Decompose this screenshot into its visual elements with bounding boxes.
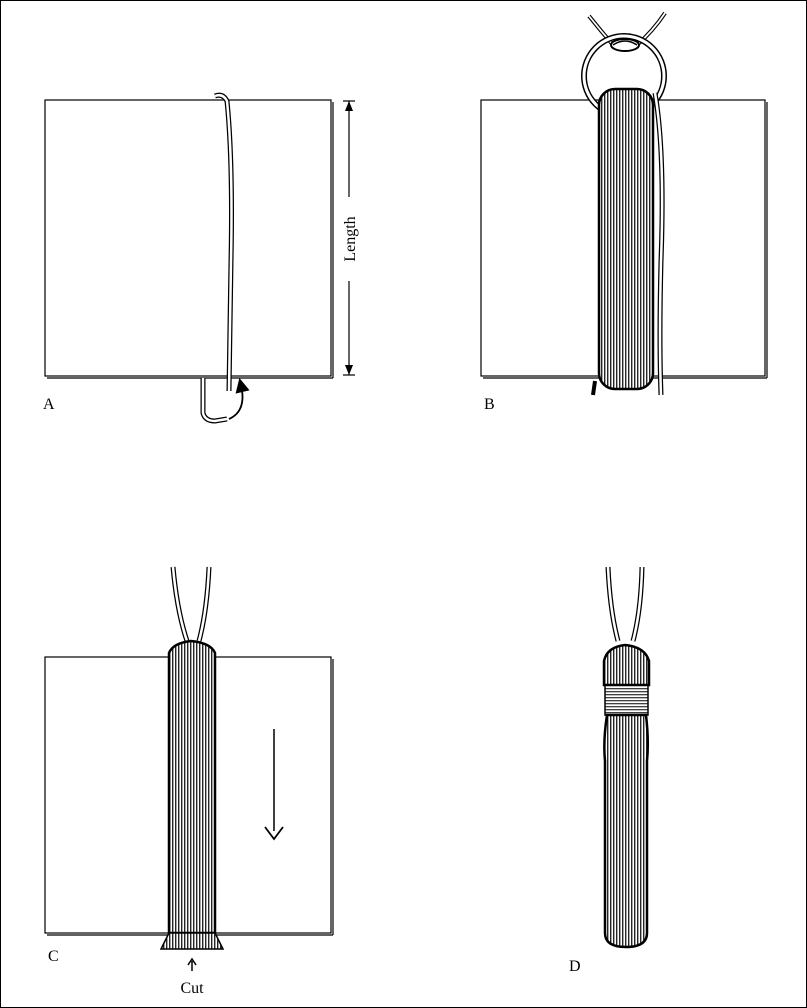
cut-ends bbox=[159, 932, 225, 950]
cut-label: Cut bbox=[180, 980, 204, 997]
panel-d-label: D bbox=[569, 958, 581, 975]
panel-a-label: A bbox=[43, 396, 55, 413]
hanging-cord bbox=[605, 566, 645, 642]
panel-b: B bbox=[480, 11, 768, 413]
cardboard-template bbox=[44, 99, 332, 377]
panel-d: D bbox=[569, 566, 651, 975]
tassel-body bbox=[167, 639, 217, 935]
wrapped-bundle bbox=[597, 87, 655, 391]
tassel-head bbox=[602, 643, 651, 687]
tassel-wrap bbox=[604, 684, 649, 716]
hanging-cord bbox=[170, 566, 212, 642]
panel-b-label: B bbox=[484, 396, 495, 413]
cord bbox=[200, 92, 234, 424]
tassel-skirt bbox=[603, 713, 650, 949]
panel-c-label: C bbox=[48, 948, 59, 965]
length-label: Length bbox=[342, 216, 359, 261]
length-dimension: Length bbox=[342, 100, 359, 376]
curved-arrow-icon bbox=[228, 377, 250, 420]
panel-c: Cut C bbox=[44, 566, 334, 997]
panel-a: Length A bbox=[43, 92, 359, 424]
